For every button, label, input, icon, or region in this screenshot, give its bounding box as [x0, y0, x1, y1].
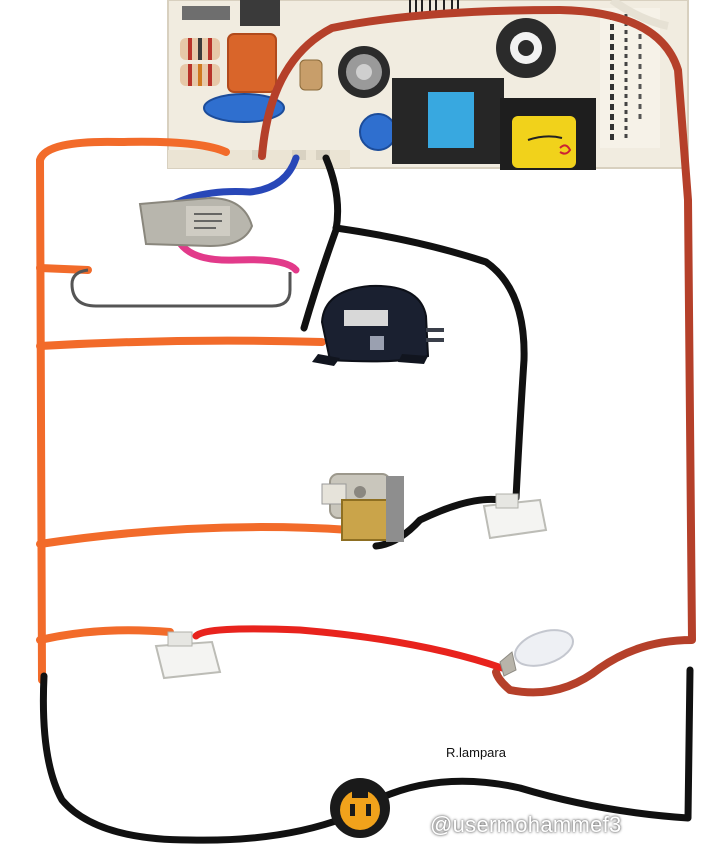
watermark: @usermohammef3: [430, 812, 622, 837]
red-wire: [192, 625, 506, 672]
disc-capacitor-icon: [203, 93, 285, 123]
pink-wire: [174, 236, 300, 274]
orange-wire: [36, 523, 354, 548]
orange-wire: [36, 137, 230, 684]
potentiometer-icon: [496, 18, 556, 78]
relay-icon: [500, 98, 596, 170]
timer: [138, 196, 254, 248]
defrost-heater: [70, 268, 292, 308]
black-wire: [372, 666, 694, 822]
resistor-icon: [180, 38, 220, 60]
orange-wire: [36, 626, 174, 644]
control-board: [167, 0, 689, 170]
lamp-door-switch: [154, 631, 222, 680]
black-wire: [372, 495, 504, 550]
lamp: [499, 629, 574, 677]
fan-door-switch: [482, 493, 548, 540]
relay-icon: [392, 78, 504, 164]
orange-wire: [36, 264, 92, 274]
film-capacitor-icon: [227, 33, 277, 93]
resistor-icon: [180, 64, 220, 86]
compressor: [312, 284, 444, 366]
power-plug: [330, 778, 390, 838]
black-wire: [39, 672, 348, 844]
disc-capacitor-icon: [359, 113, 397, 151]
orange-wire: [36, 336, 326, 350]
electrolytic-capacitor-icon: [338, 46, 390, 98]
black-wire: [332, 224, 528, 502]
wires: [36, 6, 696, 844]
lamp-bulb-icon: [514, 629, 574, 667]
lamp-label: R.lampara: [446, 745, 506, 760]
fan-motor: [321, 473, 404, 542]
dark-red-wire: [258, 6, 696, 697]
